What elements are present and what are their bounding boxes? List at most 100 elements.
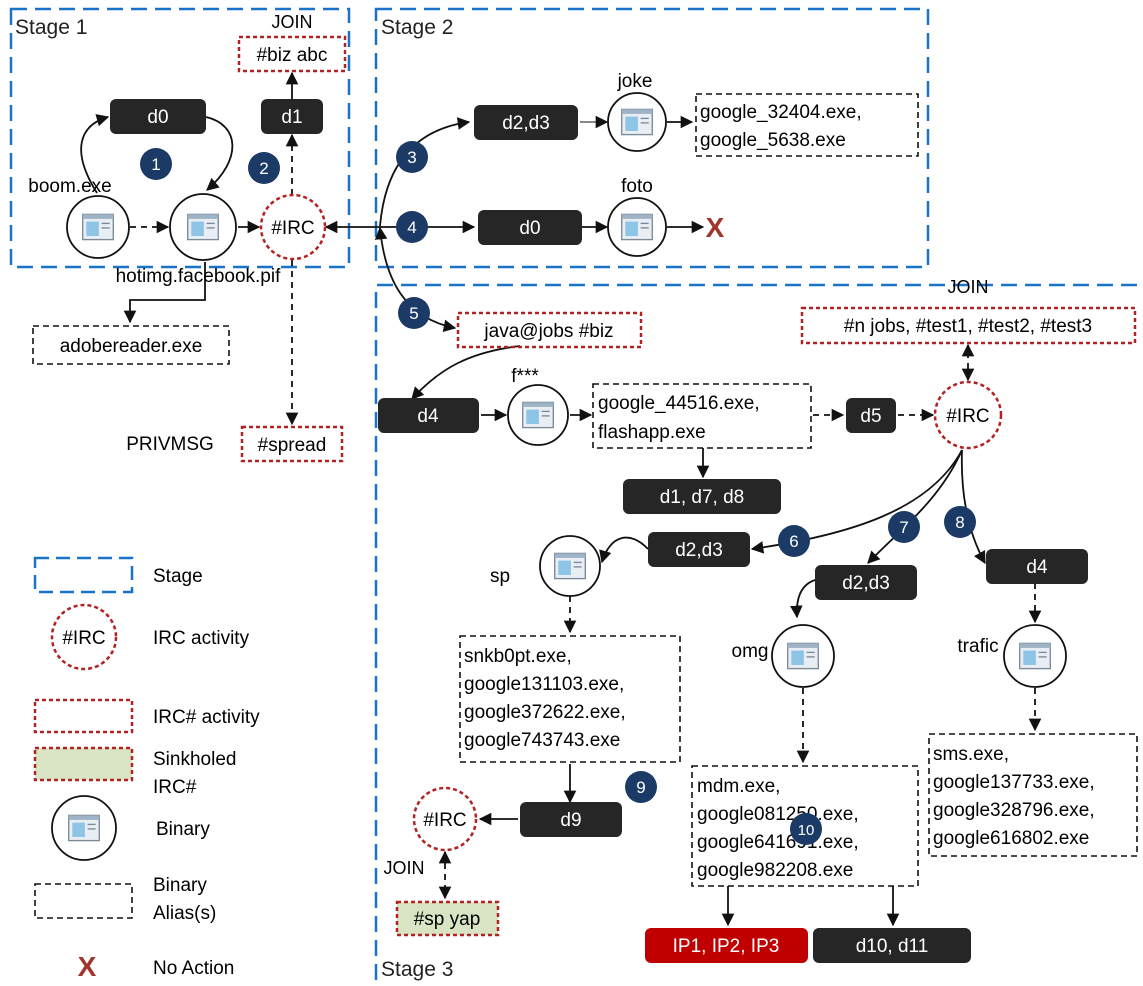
legend-stage-label: Stage [153,566,203,587]
stage1-label: Stage 1 [15,16,87,39]
domain-label-d23-b: d2,d3 [842,573,890,594]
domain-label-d0-s1: d0 [147,107,168,128]
step-1: 1 [151,155,160,174]
legend-sinkhole-label-0: Sinkholed [153,749,236,770]
edge-d23a-sp [599,536,649,564]
domain-label-d23-s2: d2,d3 [502,113,550,134]
ip-box [645,928,808,963]
domain-label-d4-b: d4 [1026,557,1048,578]
domain-box-d23-s2 [474,105,578,140]
edge-irc2-d4b [960,449,986,565]
alias-box-trafic [928,733,1138,857]
label-fstar: f*** [511,366,539,387]
binary-icon [82,213,114,241]
step-markers: 1 2 3 4 5 6 7 8 9 10 [140,141,976,845]
legend-x-icon: X [78,951,97,982]
binary-icon [68,814,100,842]
edge-boom-d0 [80,114,110,194]
alias-box-joke [695,93,919,157]
domain-box-d1-s1 [261,99,323,134]
irc-node-1 [259,193,327,261]
alias-adobe: adobereader.exe [60,336,203,357]
sinkholed-channel-box [395,900,500,937]
domain-box-d0-s1 [110,99,206,134]
binary-icon [621,108,653,136]
label-sp: sp [490,566,510,587]
step-5: 5 [409,304,418,323]
privmsg-label: PRIVMSG [126,434,214,455]
no-action-x: X [706,212,725,243]
edge-java-d4 [411,345,521,400]
join-label-a: JOIN [271,12,312,32]
domain-box-d1011 [813,928,971,963]
domain-box-d0-s2 [478,210,582,245]
domain-box-d9 [520,802,622,837]
binary-icon [554,552,586,580]
alias-sp-3: google743743.exe [464,730,620,751]
edge-d0-hotimg [205,116,234,191]
legend-binary-label: Binary [156,819,210,840]
binary-icon [621,213,653,241]
stage2-label: Stage 2 [381,16,453,39]
alias-omg-1: google081250.exe, [697,804,859,825]
domain-label-d4-s3: d4 [417,406,439,427]
legend: Stage #IRC IRC activity IRC# activity Si… [33,556,260,982]
legend-sinkhole-swatch [33,746,134,782]
domain-box-d4-s3 [378,398,479,433]
alias-sp-0: snkb0pt.exe, [464,646,572,667]
step-7: 7 [899,518,908,537]
alias-fstar-0: google_44516.exe, [598,393,760,414]
domain-box-d23-b [815,565,917,600]
legend-irc-sample: #IRC [62,628,105,649]
legend-irchash-label: IRC# activity [153,707,260,728]
alias-sp-1: google131103.exe, [464,674,624,695]
alias-joke-1: google_5638.exe [700,130,846,151]
alias-joke-0: google_32404.exe, [700,102,862,123]
legend-stage-swatch [33,556,134,594]
edge-d23b-omg [790,579,816,619]
step-4: 4 [407,218,416,237]
binary-icon [187,213,219,241]
stage2-box [374,7,930,269]
channel-label-sp-yap: #sp yap [414,909,481,930]
alias-trafic-0: sms.exe, [933,744,1009,765]
label-boom: boom.exe [28,176,111,197]
edge-hotimg-adobe [123,262,206,324]
legend-alias-label-0: Binary [153,875,207,896]
alias-omg-3: google982208.exe [697,860,853,881]
join-label-c: JOIN [383,858,424,878]
alias-fstar-1: flashapp.exe [598,422,706,443]
irc-label-2: #IRC [946,406,989,427]
channel-label-java-jobs: java@jobs #biz [483,321,613,342]
domain-label-d1011: d10, d11 [856,936,929,957]
step-8: 8 [955,513,964,532]
domain-label-d5: d5 [860,406,881,427]
edge-irc2-d23b [867,449,963,564]
alias-box-adobe [32,325,230,365]
stage3-box [374,283,1143,980]
legend-alias-swatch [34,883,133,919]
label-joke: joke [617,71,653,92]
step-6: 6 [789,532,798,551]
binary-icon [522,401,554,429]
domain-box-d23-a [648,532,750,567]
alias-sp-2: google372622.exe, [464,702,626,723]
irc-node-3 [412,786,478,852]
irc-node-2 [933,380,1003,450]
legend-irc-swatch [50,603,118,671]
legend-irchash-swatch [33,698,134,734]
join-label-b: JOIN [947,277,988,297]
stage1-box [9,7,351,269]
binary-icon [787,642,819,670]
binary-icon [1019,642,1051,670]
domain-label-d9: d9 [560,810,581,831]
edge-to-d23 [379,117,471,227]
alias-trafic-1: google137733.exe, [933,772,1095,793]
legend-irc-label: IRC activity [153,628,250,649]
channel-box-biz-abc [237,35,347,73]
stage3-label: Stage 3 [381,958,453,981]
legend-sinkhole-label-1: IRC# [153,777,197,798]
domain-box-d4-b [986,549,1088,584]
legend-alias-label-1: Alias(s) [153,903,216,924]
domain-label-d23-a: d2,d3 [675,540,723,561]
